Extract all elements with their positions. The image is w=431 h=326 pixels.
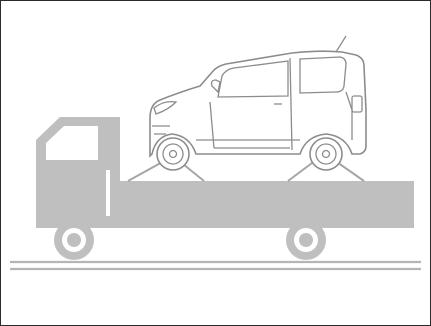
truck-chassis: [36, 216, 414, 228]
truck-rear-wheel: [286, 220, 326, 260]
truck-flatbed: [114, 181, 414, 216]
car: [150, 36, 366, 170]
truck-front-wheel: [54, 220, 94, 260]
truck-cab-gap: [106, 170, 110, 218]
ground: [10, 262, 421, 269]
car-antenna: [336, 36, 346, 52]
car-rear-wheel: [310, 138, 342, 170]
strap-rear-left: [288, 160, 316, 181]
car-front-wheel: [157, 138, 189, 170]
